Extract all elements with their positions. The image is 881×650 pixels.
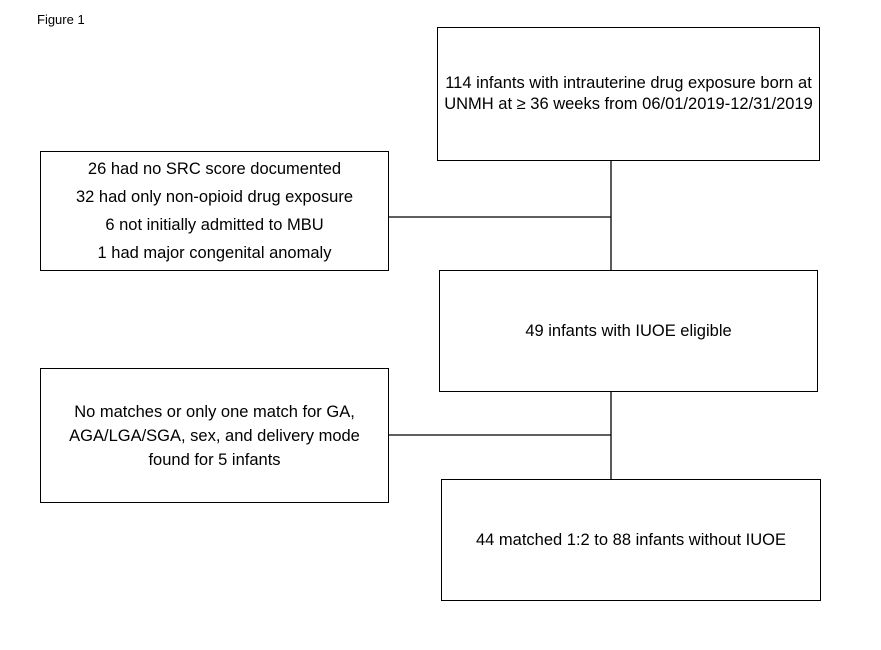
exclusion-item: 1 had major congenital anomaly bbox=[97, 244, 332, 262]
exclusion-item: 6 not initially admitted to MBU bbox=[105, 216, 324, 234]
eligible-text: 49 infants with IUOE eligible bbox=[525, 321, 732, 340]
matched-text: 44 matched 1:2 to 88 infants without IUO… bbox=[475, 530, 786, 549]
matched-box: 44 matched 1:2 to 88 infants without IUO… bbox=[441, 479, 821, 601]
start-population-box: 114 infants with intrauterine drug expos… bbox=[437, 27, 820, 161]
figure-label: Figure 1 bbox=[37, 12, 85, 27]
exclusion-item: 32 had only non-opioid drug exposure bbox=[75, 188, 354, 206]
exclusion-box-1: 26 had no SRC score documented 32 had on… bbox=[40, 151, 389, 271]
start-population-text: 114 infants with intrauterine drug expos… bbox=[444, 74, 813, 113]
exclusion-2-text: No matches or only one match for GA, AGA… bbox=[69, 402, 360, 469]
exclusion-box-2: No matches or only one match for GA, AGA… bbox=[40, 368, 389, 503]
exclusion-item: 26 had no SRC score documented bbox=[87, 160, 342, 178]
eligible-box: 49 infants with IUOE eligible bbox=[439, 270, 818, 392]
